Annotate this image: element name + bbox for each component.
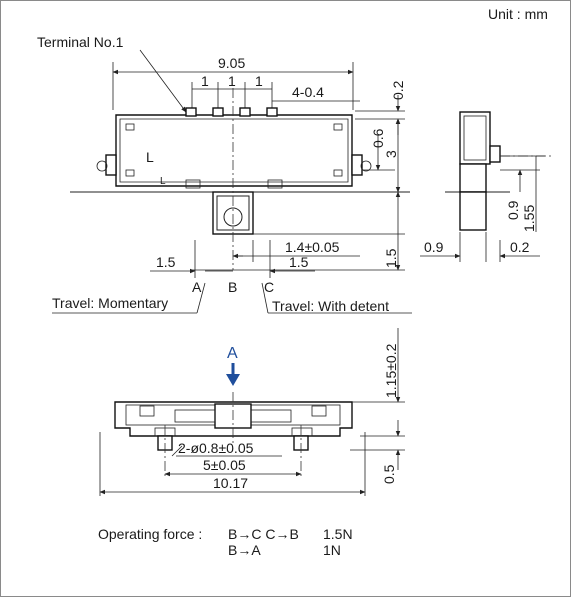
dim-width: 9.05	[218, 55, 245, 71]
dim-hole-pitch: 5±0.05	[203, 457, 246, 473]
position-b: B	[228, 279, 237, 295]
force-line1-value: 1.5N	[323, 526, 353, 542]
side-view: 0.9 1.55 0.9 0.2	[420, 111, 552, 262]
dim-travel-left: 1.5	[156, 254, 176, 270]
dim-right-3: 3	[383, 150, 399, 158]
top-view: Terminal No.1 9.05 1 1 1 4-0.4	[37, 34, 412, 314]
dim-terminals: 4-0.4	[292, 84, 324, 100]
force-label: Operating force :	[98, 526, 202, 542]
dim-knob: 1.4±0.05	[285, 239, 340, 255]
dim-holes: 2-ø0.8±0.05	[178, 440, 254, 456]
pitch-label-2: 1	[228, 73, 236, 89]
dim-right-0-2: 0.2	[390, 80, 406, 100]
dim-1-55: 1.55	[521, 205, 537, 232]
pitch-label-1: 1	[201, 73, 209, 89]
dim-length: 10.17	[213, 475, 248, 491]
dim-right-1-5: 1.5	[383, 248, 399, 268]
dim-0-9-left: 0.9	[424, 239, 444, 255]
force-line1-dirs: B→C C→B	[228, 526, 299, 542]
travel-detent: Travel: With detent	[272, 298, 389, 314]
body-mark: L	[146, 149, 154, 165]
dim-0-2: 0.2	[510, 239, 530, 255]
press-arrow-icon	[226, 374, 240, 386]
svg-text:L: L	[160, 176, 166, 187]
arrow-label: A	[227, 345, 238, 362]
pitch-label-3: 1	[255, 73, 263, 89]
front-view: A 1.15±0.2 0.5 2-ø0.8±0.05	[99, 328, 405, 496]
force-line2-value: 1N	[323, 542, 341, 558]
dim-travel-right: 1.5	[289, 254, 309, 270]
operating-force: Operating force : B→C C→B 1.5N B→A 1N	[98, 526, 353, 558]
position-a: A	[192, 279, 202, 295]
dim-height: 1.15±0.2	[383, 343, 399, 398]
dim-0-9: 0.9	[505, 200, 521, 220]
position-c: C	[264, 279, 274, 295]
force-line2-dirs: B→A	[228, 542, 261, 558]
travel-momentary: Travel: Momentary	[52, 295, 168, 311]
dim-right-0-6: 0.6	[370, 128, 386, 148]
terminal-label: Terminal No.1	[37, 34, 124, 50]
unit-label: Unit : mm	[488, 6, 548, 22]
dim-0-5: 0.5	[381, 464, 397, 484]
